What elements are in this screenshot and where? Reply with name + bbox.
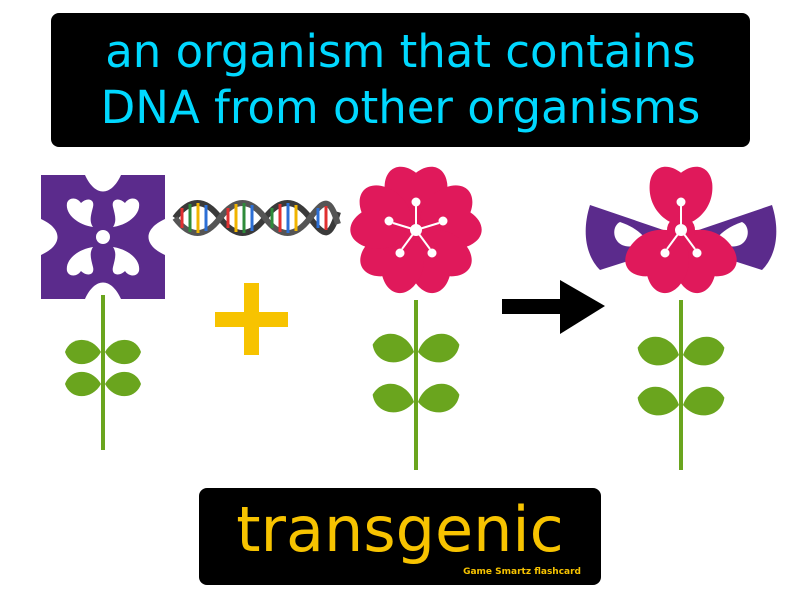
- definition-line-1: an organism that contains: [105, 25, 696, 78]
- transgenic-flower-icon: [585, 166, 777, 470]
- dna-double-helix-icon: [172, 200, 341, 236]
- plus-sign-icon: [215, 283, 288, 355]
- purple-flower-icon: [41, 175, 165, 450]
- right-arrow-icon: [502, 280, 605, 334]
- credit-label: Game Smartz flashcard: [463, 567, 581, 577]
- definition-line-2: DNA from other organisms: [100, 81, 701, 134]
- term-box: transgenic Game Smartz flashcard: [199, 488, 601, 585]
- term-title: transgenic: [236, 493, 564, 566]
- definition-box: an organism that contains DNA from other…: [51, 13, 750, 147]
- illustration: [41, 166, 777, 470]
- pink-flower-icon: [346, 166, 486, 470]
